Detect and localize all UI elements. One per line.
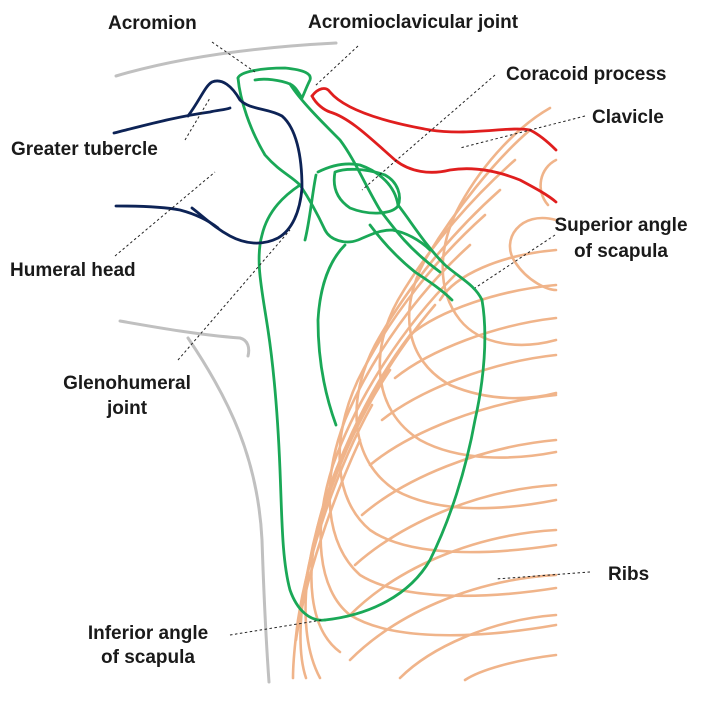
rib-4b (408, 283, 558, 337)
axilla-skin-line (118, 319, 251, 358)
label-humeral-head: Humeral head (10, 260, 136, 281)
rib-14 (294, 438, 362, 642)
label-superior-angle-line2: of scapula (574, 241, 668, 262)
leader-humeral-head (114, 171, 216, 257)
label-glenohumeral-line1: Glenohumeral (63, 373, 191, 394)
rib-1 (441, 106, 558, 347)
label-acromion: Acromion (108, 13, 197, 34)
leader-greater-tubercle (184, 97, 211, 141)
shoulder-skin-line (114, 41, 338, 78)
leader-lines (114, 41, 591, 636)
rib-3b (438, 248, 558, 302)
label-clavicle: Clavicle (592, 107, 664, 128)
rib-4 (355, 188, 558, 510)
scapula-lateral-border (257, 183, 327, 622)
scapula-medial-border (323, 203, 487, 622)
leader-glenohumeral (177, 229, 291, 361)
rib-7b (368, 393, 558, 467)
leader-superior-angle (474, 234, 556, 289)
rib-10b (348, 528, 558, 617)
glenoid-rim (316, 162, 400, 207)
label-coracoid-process: Coracoid process (506, 64, 667, 85)
arm-skin-line (186, 336, 271, 684)
rib-13 (463, 653, 558, 682)
label-inferior-angle-line2: of scapula (101, 647, 195, 668)
leader-ac-joint (314, 45, 359, 87)
scapula-spine (236, 76, 327, 232)
rib-12 (398, 613, 558, 680)
label-inferior-angle-line1: Inferior angle (88, 623, 208, 644)
label-greater-tubercle: Greater tubercle (11, 139, 158, 160)
coracoid-outline (332, 167, 401, 215)
humeral-head-outline (186, 79, 304, 245)
scapula-anterior-border (316, 243, 347, 427)
clavicle-upper-edge (310, 87, 558, 152)
ribs (291, 106, 558, 682)
label-ribs: Ribs (608, 564, 649, 585)
leader-inferior-angle (229, 619, 323, 636)
humerus-shape (112, 79, 304, 245)
rib-2 (407, 128, 558, 400)
superior-angle-line (368, 223, 454, 302)
soft-tissue-outline (114, 41, 338, 684)
leader-acromion (211, 41, 256, 73)
leader-ribs (495, 571, 591, 580)
humerus-upper-shaft (112, 106, 232, 135)
glenoid-fossa (303, 173, 318, 242)
labels: Acromion Acromioclavicular joint Coracoi… (10, 12, 688, 668)
rib-9b (353, 483, 558, 567)
scapula-shape (236, 66, 487, 622)
leader-clavicle (459, 115, 586, 149)
rib-11 (291, 403, 374, 680)
rib-7 (319, 273, 558, 637)
rib-6b (380, 353, 558, 422)
acromion-outline (236, 66, 312, 100)
rib-8b (360, 438, 558, 517)
rib-1b (539, 158, 558, 207)
leader-coracoid (361, 74, 496, 191)
clavicle-shape (310, 87, 558, 204)
rib-11b (348, 573, 558, 662)
rib-3 (378, 158, 558, 459)
label-superior-angle-line1: Superior angle (554, 215, 687, 236)
humerus-lower-shaft (114, 204, 220, 230)
clavicle-lower-edge (310, 94, 558, 204)
rib-5b (393, 316, 558, 380)
label-acromioclavicular-joint: Acromioclavicular joint (308, 12, 519, 33)
spine-upper (288, 82, 442, 274)
label-glenohumeral-line2: joint (106, 398, 148, 419)
